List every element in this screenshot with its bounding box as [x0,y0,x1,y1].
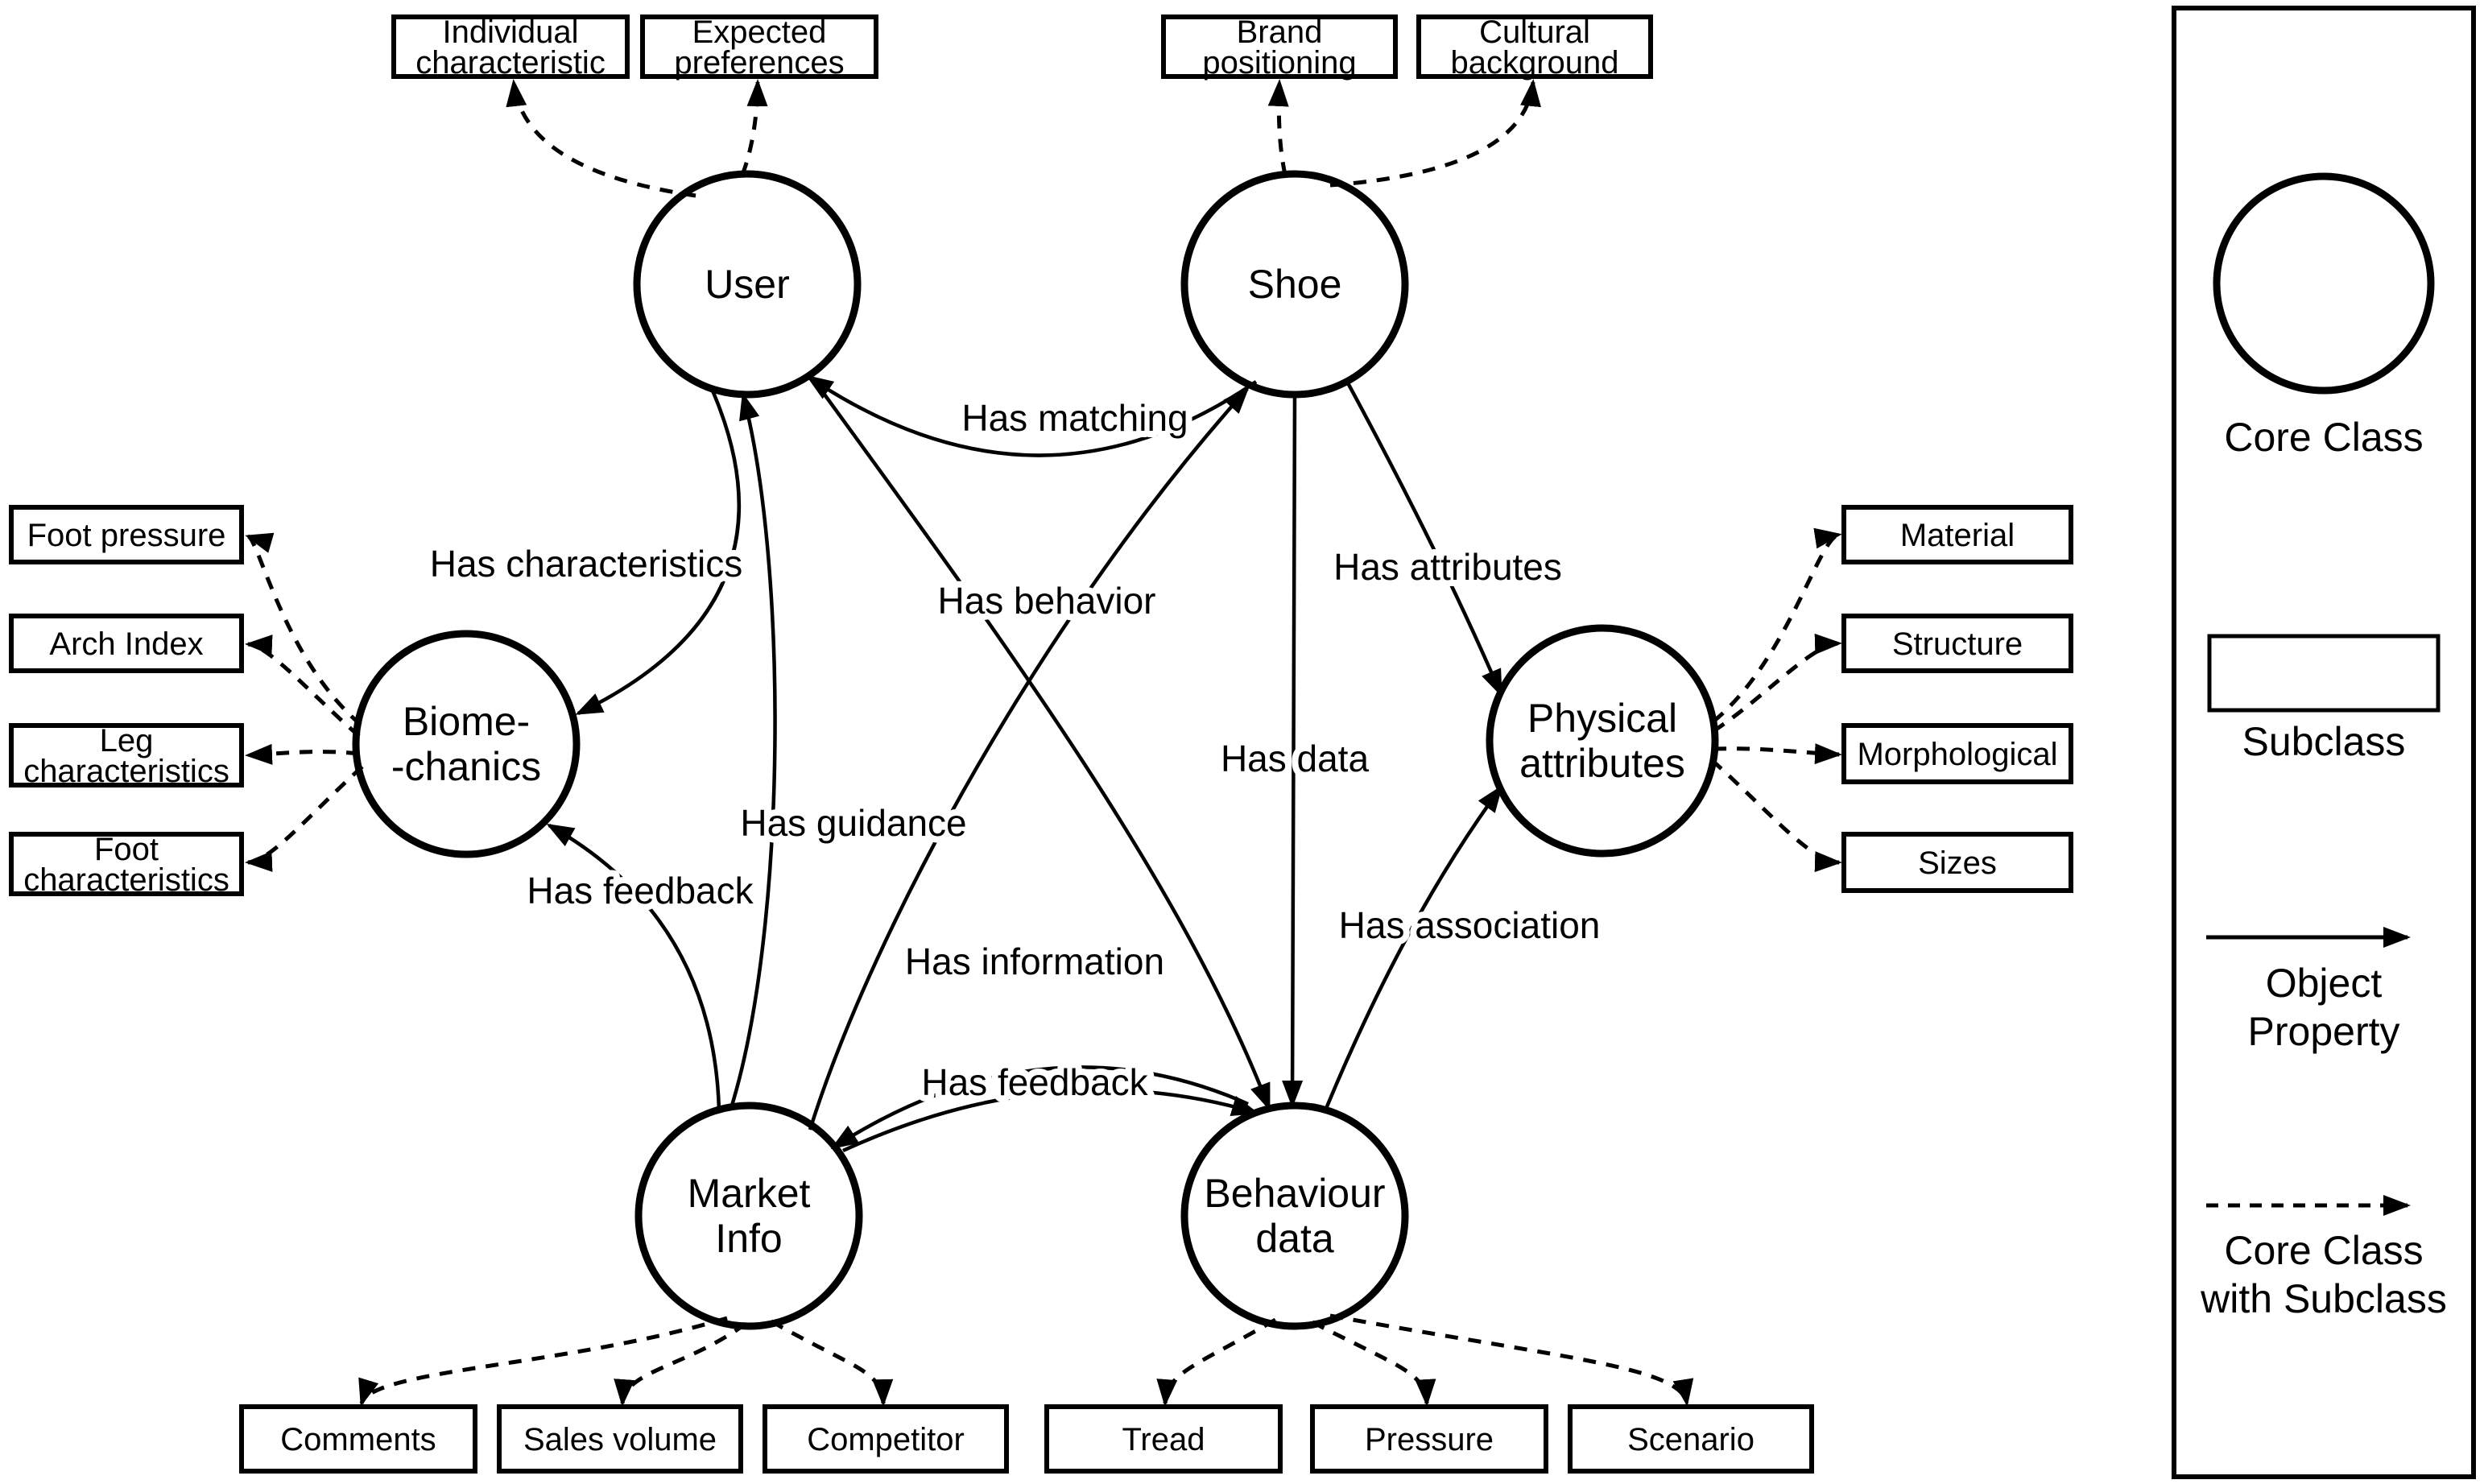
subclass-label-tread: Tread [1122,1422,1205,1457]
object-property-has-data [1282,394,1304,1108]
legend-core-with-subclass-label-line2: with Subclass [2200,1276,2447,1321]
core-class-market-info [634,1102,863,1330]
legend-core-class-label: Core Class [2224,415,2423,460]
edge-label-has-information-7: Has information [905,940,1164,982]
subclass-link-physical-sizes [1710,759,1842,873]
subclass-label-comments: Comments [280,1422,436,1457]
core-class-label-user: User [705,262,790,307]
subclass-label-sizes: Sizes [1918,845,1997,881]
subclass-link-shoe-brand-positioning [1267,79,1289,176]
subclass-box-tread [1044,1404,1283,1474]
subclass-link-market-comments [358,1316,728,1407]
subclass-box-foot-characteristics [9,832,244,896]
subclass-link-shoe-cultural-background [1329,79,1541,188]
subclass-link-market-competitor [770,1319,894,1407]
legend-border [2172,6,2476,1479]
subclass-link-market-sales-volume [614,1321,747,1407]
subclass-link-physical-structure [1712,633,1842,734]
subclass-box-sizes [1841,832,2073,893]
subclass-link-biomechanics-arch-index [245,635,361,738]
subclass-box-competitor [763,1404,1009,1474]
subclass-box-expected-preferences [640,14,878,79]
core-class-physical-attributes [1486,624,1719,858]
edge-label-has-matching-0: Has matching [961,397,1188,439]
legend-subclass-symbol [2207,634,2441,713]
edge-label-has-attributes-3: Has attributes [1333,546,1562,588]
subclass-box-individual-characteristic [391,14,630,79]
subclass-box-leg-characteristics [9,723,244,787]
subclass-link-physical-morphological [1713,743,1842,765]
subclass-box-sales-volume [497,1404,743,1474]
subclass-link-behaviour-pressure [1311,1320,1436,1407]
subclass-label-material: Material [1900,518,2015,553]
legend-object-property-label-line2: Property [2248,1009,2400,1054]
legend-core-with-subclass-label-line1: Core Class [2224,1228,2423,1273]
subclass-box-brand-positioning [1161,14,1398,79]
subclass-label-pressure: Pressure [1365,1422,1494,1457]
edge-label-has-guidance-5: Has guidance [740,802,966,844]
core-class-label-shoe: Shoe [1248,262,1342,307]
subclass-link-user-expected-preferences [740,79,768,176]
object-property-has-feedback-to-behaviour [842,1088,1259,1153]
subclass-link-behaviour-tread [1156,1317,1277,1407]
legend-object-property-label-line1: Object [2266,961,2383,1006]
subclass-link-user-individual-characteristic [506,79,696,198]
subclass-link-biomechanics-foot-characteristics [245,765,364,872]
subclass-link-biomechanics-leg-characteristics [245,743,360,765]
subclass-box-scenario [1568,1404,1814,1474]
subclass-label-arch-index: Arch Index [49,626,203,662]
object-property-has-feedback-to-market [830,1065,1249,1150]
subclass-box-foot-pressure [9,505,244,564]
object-property-has-association [1323,784,1503,1111]
legend-subclass-label: Subclass [2242,719,2406,764]
subclass-label-morphological: Morphological [1857,737,2057,772]
edge-label-has-data-4: Has data [1221,738,1370,779]
subclass-link-behaviour-scenario [1329,1313,1694,1407]
edge-label-has-characteristics-1: Has characteristics [430,543,743,585]
object-property-has-matching [805,374,1258,457]
subclass-label-foot-pressure: Foot pressure [27,518,226,553]
edge-label-has-behavior-2: Has behavior [937,580,1155,622]
legend-core-class-symbol [2213,172,2435,395]
core-class-biomechanics [352,630,581,858]
subclass-label-structure: Structure [1892,626,2023,662]
subclass-box-arch-index [9,614,244,673]
subclass-box-cultural-background [1416,14,1653,79]
subclass-box-structure [1841,614,2073,673]
subclass-box-morphological [1841,723,2073,784]
object-property-has-characteristics [575,388,742,716]
subclass-label-competitor: Competitor [807,1422,965,1457]
subclass-link-biomechanics-foot-pressure [245,533,362,726]
subclass-label-sales-volume: Sales volume [523,1422,717,1457]
edge-label-has-feedback-9: Has feedback [921,1061,1148,1103]
subclass-box-pressure [1310,1404,1548,1474]
subclass-box-material [1841,505,2073,564]
core-class-label-biomechanics: Biome--chanics [391,699,541,789]
object-property-has-information [808,387,1250,1131]
subclass-label-scenario: Scenario [1627,1422,1755,1457]
object-property-has-behavior [810,375,1271,1111]
edge-label-has-association-8: Has association [1339,904,1601,946]
object-property-has-feedback-to-biomechanics [546,824,721,1111]
subclass-link-physical-material [1712,527,1842,723]
subclass-box-comments [239,1404,477,1474]
edge-label-has-feedback-6: Has feedback [527,870,754,911]
object-property-has-attributes [1345,378,1503,697]
object-property-has-guidance [729,392,777,1109]
